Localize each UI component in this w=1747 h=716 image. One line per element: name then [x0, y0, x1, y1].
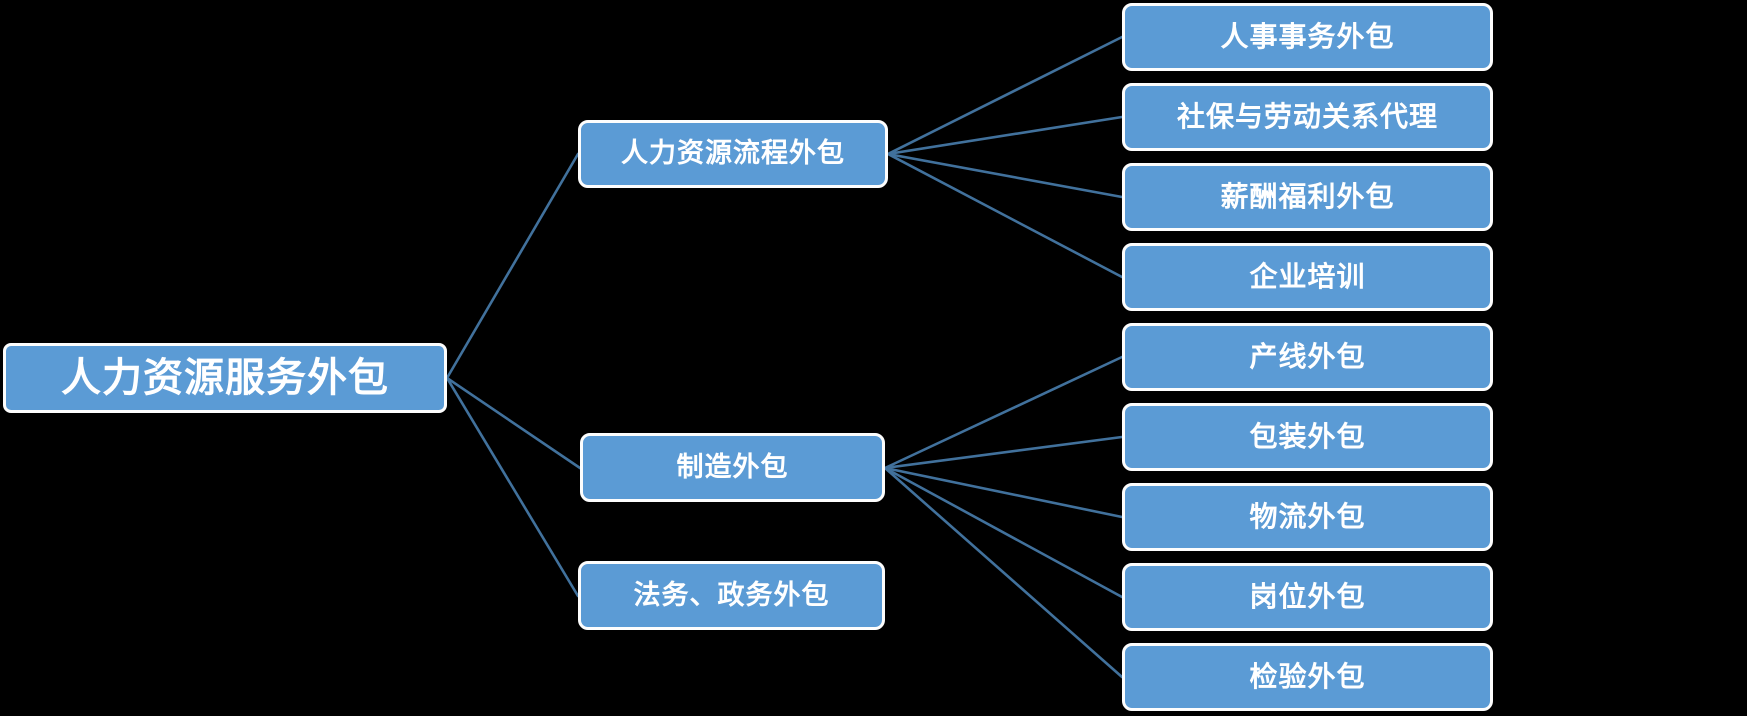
leaf-node-social-insurance-labor-relations-agency: 社保与劳动关系代理 — [1122, 83, 1493, 151]
connector-line — [886, 115, 1124, 156]
connector-line — [886, 35, 1124, 156]
branch-node-hr-process-outsourcing: 人力资源流程外包 — [578, 120, 888, 188]
connector-line — [883, 355, 1124, 470]
connector-line — [886, 152, 1124, 199]
leaf-node-corporate-training: 企业培训 — [1122, 243, 1493, 311]
leaf-node-production-line-outsourcing: 产线外包 — [1122, 323, 1493, 391]
connector-line — [883, 466, 1124, 679]
leaf-node-position-outsourcing: 岗位外包 — [1122, 563, 1493, 631]
connector-line — [883, 466, 1124, 599]
leaf-node-inspection-outsourcing: 检验外包 — [1122, 643, 1493, 711]
connector-line — [445, 376, 582, 470]
root-node-hr-service-outsourcing: 人力资源服务外包 — [3, 343, 447, 413]
leaf-node-personnel-affairs-outsourcing: 人事事务外包 — [1122, 3, 1493, 71]
branch-node-manufacturing-outsourcing: 制造外包 — [580, 433, 885, 502]
connector-line — [445, 376, 580, 598]
connector-line — [445, 152, 580, 380]
leaf-node-payroll-benefits-outsourcing: 薪酬福利外包 — [1122, 163, 1493, 231]
connector-line — [886, 152, 1124, 279]
connector-line — [883, 435, 1124, 470]
branch-node-legal-gov-outsourcing: 法务、政务外包 — [578, 561, 885, 630]
connector-line — [883, 466, 1124, 519]
leaf-node-packaging-outsourcing: 包装外包 — [1122, 403, 1493, 471]
leaf-node-logistics-outsourcing: 物流外包 — [1122, 483, 1493, 551]
